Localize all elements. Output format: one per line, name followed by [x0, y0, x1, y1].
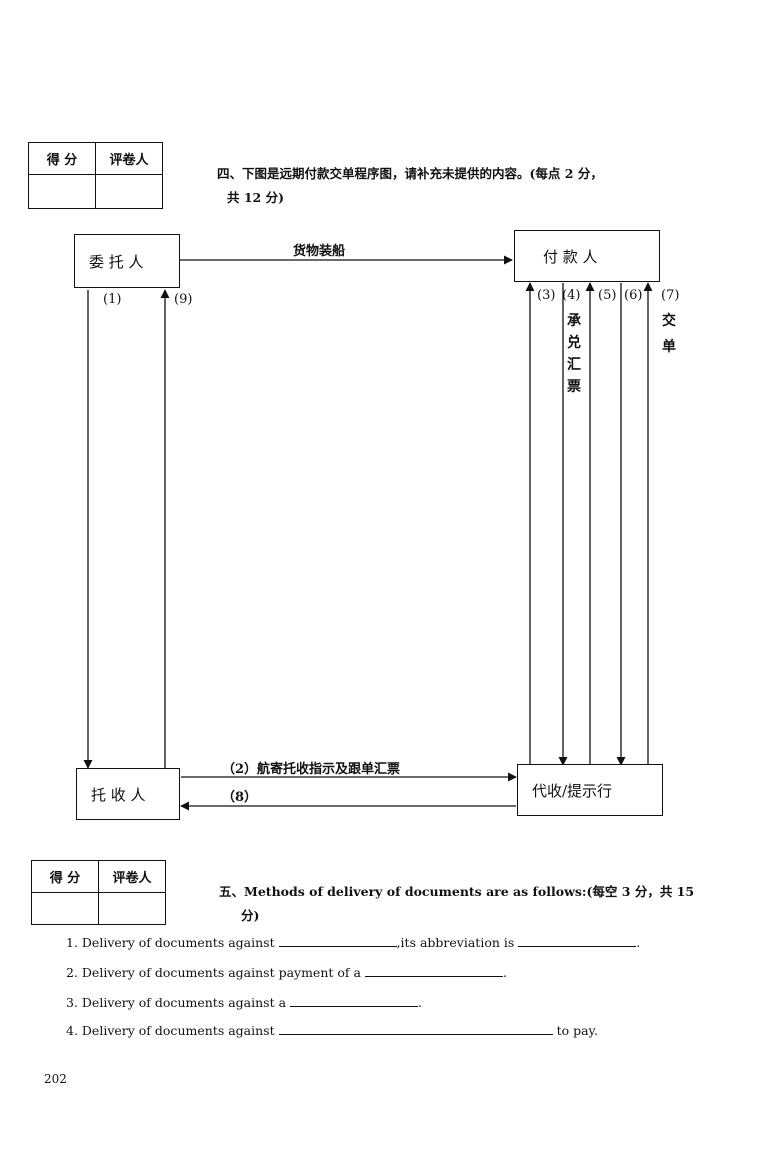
fill-item-4: 4. Delivery of documents against to pay. — [66, 1022, 598, 1038]
grader-header: 评卷人 — [95, 142, 163, 175]
label-6: (6) — [624, 288, 643, 303]
fill-item-1: 1. Delivery of documents against ,its ab… — [66, 934, 641, 950]
score-cell[interactable] — [31, 892, 99, 925]
node-drawee: 付 款 人 — [514, 230, 660, 282]
label-7: (7) — [661, 288, 680, 303]
label-5: (5) — [598, 288, 617, 303]
grader-cell[interactable] — [98, 892, 166, 925]
score-table-section4: 得 分 评卷人 — [28, 142, 163, 209]
grader-cell[interactable] — [95, 174, 163, 209]
label-1: (1) — [103, 292, 122, 307]
score-table-section5: 得 分 评卷人 — [31, 860, 166, 925]
label-2: （2）航寄托收指示及跟单汇票 — [222, 762, 401, 777]
label-deliver-docs: 交单 — [662, 313, 676, 355]
blank-1b[interactable] — [518, 934, 637, 947]
node-collecting-bank: 代收/提示行 — [517, 764, 663, 816]
fill-item-2: 2. Delivery of documents against payment… — [66, 964, 507, 980]
fill-item-3: 3. Delivery of documents against a . — [66, 994, 422, 1010]
section4-title: 四、下图是远期付款交单程序图，请补充未提供的内容。(每点 2 分， 共 12 分… — [217, 166, 603, 205]
blank-4[interactable] — [278, 1022, 553, 1035]
label-accept-draft: 承兑汇票 — [567, 313, 581, 395]
label-8: （8） — [222, 790, 258, 805]
page-number: 202 — [44, 1072, 67, 1086]
grader-header: 评卷人 — [98, 860, 166, 893]
node-remitting-bank: 托 收 人 — [76, 768, 180, 820]
blank-3[interactable] — [290, 994, 419, 1007]
label-9: (9) — [174, 292, 193, 307]
label-4: (4) — [562, 288, 581, 303]
label-shipment: 货物装船 — [293, 244, 346, 259]
node-principal: 委 托 人 — [74, 234, 180, 288]
section5-title: 五、Methods of delivery of documents are a… — [219, 884, 695, 923]
score-header: 得 分 — [31, 860, 99, 893]
blank-1a[interactable] — [278, 934, 397, 947]
blank-2[interactable] — [364, 964, 503, 977]
score-header: 得 分 — [28, 142, 96, 175]
label-3: (3) — [537, 288, 556, 303]
